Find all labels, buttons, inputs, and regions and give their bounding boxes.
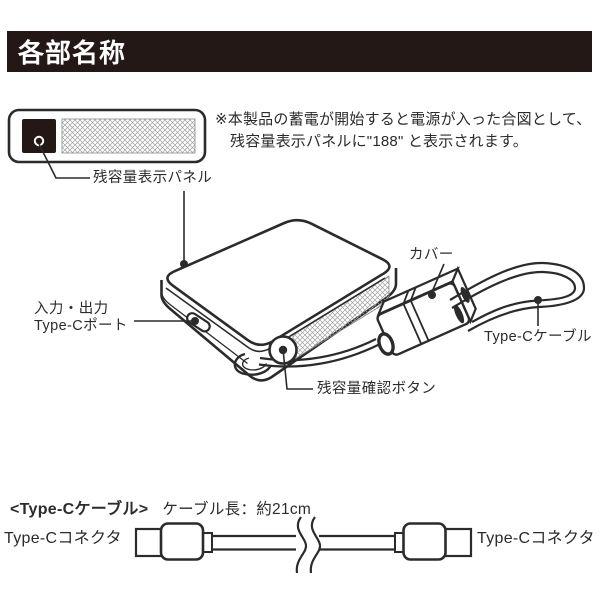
- cable-loop-illustration: [449, 261, 586, 332]
- label-check-button: 残容量確認ボタン: [317, 381, 437, 397]
- check-button-callout: [268, 335, 313, 390]
- callout-dot: [428, 291, 436, 299]
- note-line-1: ※本製品の蓄電が開始すると電源が入った合図として、: [215, 111, 592, 128]
- cable-callout: [534, 296, 542, 326]
- cable-section-title: <Type-Cケーブル>: [10, 501, 149, 518]
- cable-section-heading: <Type-Cケーブル> ケーブル長：約21cm: [10, 495, 311, 519]
- callout-anchor: [33, 135, 45, 147]
- section-header-bar: 各部名称: [7, 31, 592, 72]
- power-bank-3d-illustration: [160, 218, 398, 382]
- io-port-callout: [134, 317, 199, 325]
- note-line-2: 残容量表示パネルに"188" と表示されます。: [230, 133, 528, 150]
- label-cover: カバー: [409, 247, 454, 263]
- note-text: ※本製品の蓄電が開始すると電源が入った合図として、 残容量表示パネルに"188"…: [215, 109, 591, 153]
- callout-dot: [191, 317, 199, 325]
- label-display-panel: 残容量表示パネル: [93, 170, 213, 186]
- label-type-c-cable: Type-Cケーブル: [484, 329, 592, 345]
- cable-diagram-illustration: [134, 516, 473, 574]
- label-io-port-line2: Type-Cポート: [34, 317, 128, 334]
- cover-callout: [428, 263, 445, 299]
- label-io-port: 入力・出力 Type-Cポート: [34, 301, 128, 334]
- cable-length-note: ケーブル長：約21cm: [162, 501, 312, 518]
- callout-line: [38, 143, 90, 179]
- callout-dot: [278, 345, 288, 355]
- page-title: 各部名称: [18, 38, 127, 68]
- label-connector-right: Type-Cコネクタ: [477, 530, 595, 547]
- battery-side-view-illustration: [7, 108, 207, 179]
- display-panel-callout: [180, 191, 188, 268]
- label-connector-left: Type-Cコネクタ: [4, 530, 122, 547]
- callout-dot: [534, 296, 542, 304]
- label-io-port-line1: 入力・出力: [34, 301, 109, 317]
